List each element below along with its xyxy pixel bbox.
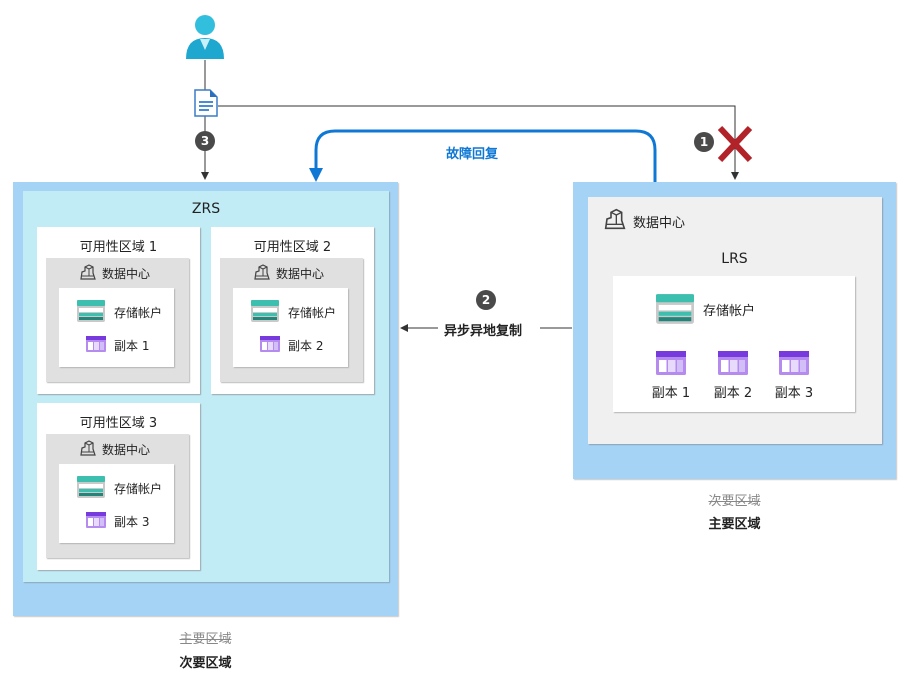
storage-account-label: 存储帐户 [114, 306, 163, 320]
replica-label: 副本 3 [114, 515, 150, 529]
zone-label: 可用性区域 1 [79, 240, 158, 255]
right-datacenter-box: 数据中心 LRS 存储帐户 副本 1 副本 2 [588, 197, 882, 444]
storage-account-label: 存储帐户 [288, 306, 337, 320]
zone-label: 可用性区域 3 [79, 416, 158, 431]
availability-zone-2: 可用性区域 2 数据中心 存储帐户 副本 2 [211, 227, 374, 394]
failure-x-icon [717, 125, 753, 163]
storage-account-icon [77, 476, 105, 498]
zrs-title: ZRS [191, 201, 221, 217]
document-to-primary-line [218, 105, 739, 180]
datacenter-label: 数据中心 [276, 267, 325, 281]
step-3-badge: 3 [195, 131, 215, 151]
replica-label: 副本 3 [774, 386, 814, 401]
datacenter-icon [604, 208, 626, 230]
user-icon [186, 15, 224, 59]
storage-account-icon [251, 300, 279, 322]
storage-box: 存储帐户 副本 3 [59, 464, 174, 543]
storage-account-icon [77, 300, 105, 322]
lrs-storage-box: 存储帐户 副本 1 副本 2 副本 3 [613, 276, 855, 412]
datacenter-box: 数据中心 存储帐户 副本 1 [46, 258, 189, 382]
datacenter-label: 数据中心 [633, 216, 686, 231]
right-region-new-label: 主要区域 [708, 517, 761, 532]
replica-label: 副本 2 [713, 386, 753, 401]
async-replication-label: 异步异地复制 [444, 324, 523, 339]
storage-box: 存储帐户 副本 2 [233, 288, 348, 367]
storage-account-label: 存储帐户 [703, 304, 756, 319]
replica-icon [656, 351, 686, 375]
lrs-title: LRS [721, 251, 748, 267]
replica-label: 副本 2 [288, 339, 324, 353]
failover-label: 故障回复 [446, 147, 499, 162]
left-region-new-label: 次要区域 [179, 656, 232, 671]
replica-icon [86, 336, 106, 352]
zone-label: 可用性区域 2 [253, 240, 332, 255]
datacenter-icon [254, 264, 270, 280]
replica-label: 副本 1 [651, 386, 691, 401]
availability-zone-3: 可用性区域 3 数据中心 存储帐户 副本 3 [37, 403, 200, 570]
datacenter-icon [80, 264, 96, 280]
replica-icon [779, 351, 809, 375]
left-region-old-label: 主要区域 [179, 632, 232, 647]
datacenter-icon [80, 440, 96, 456]
replica-label: 副本 1 [114, 339, 150, 353]
datacenter-box: 数据中心 存储帐户 副本 3 [46, 434, 189, 558]
replica-icon [260, 336, 280, 352]
replica-icon [86, 512, 106, 528]
datacenter-label: 数据中心 [102, 267, 151, 281]
step-1-badge: 1 [694, 132, 714, 152]
replica-icon [718, 351, 748, 375]
document-icon [194, 89, 218, 117]
storage-box: 存储帐户 副本 1 [59, 288, 174, 367]
step-2-badge: 2 [476, 290, 496, 310]
failover-arrowhead [309, 168, 323, 182]
datacenter-label: 数据中心 [102, 443, 151, 457]
storage-account-icon [656, 294, 694, 324]
availability-zone-1: 可用性区域 1 数据中心 存储帐户 副本 1 [37, 227, 200, 394]
right-region-old-label: 次要区域 [708, 494, 761, 509]
storage-account-label: 存储帐户 [114, 482, 163, 496]
datacenter-box: 数据中心 存储帐户 副本 2 [220, 258, 363, 382]
failover-arrow [314, 129, 657, 182]
